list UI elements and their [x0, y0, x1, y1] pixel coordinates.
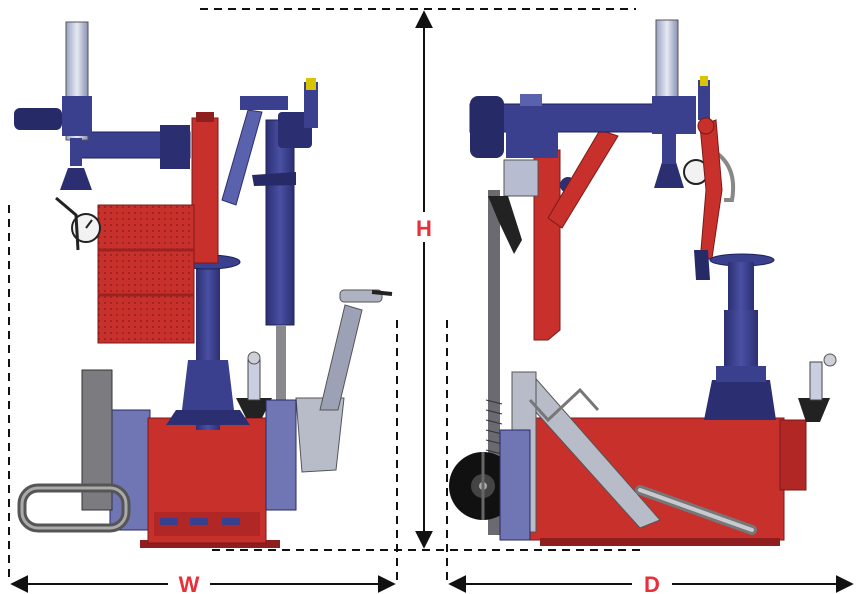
front-base-plate	[140, 540, 280, 548]
width-label: W	[179, 572, 200, 594]
front-view	[14, 21, 393, 548]
front-mesh-panel	[97, 204, 195, 344]
height-label: H	[416, 216, 432, 241]
dimension-labels: H W D	[179, 212, 660, 594]
side-vertical-cylinder	[655, 19, 679, 107]
dimension-lines	[8, 8, 854, 593]
side-view	[449, 19, 837, 546]
front-red-tower	[191, 117, 219, 264]
depth-label: D	[644, 572, 660, 594]
front-tool-column	[265, 119, 295, 326]
